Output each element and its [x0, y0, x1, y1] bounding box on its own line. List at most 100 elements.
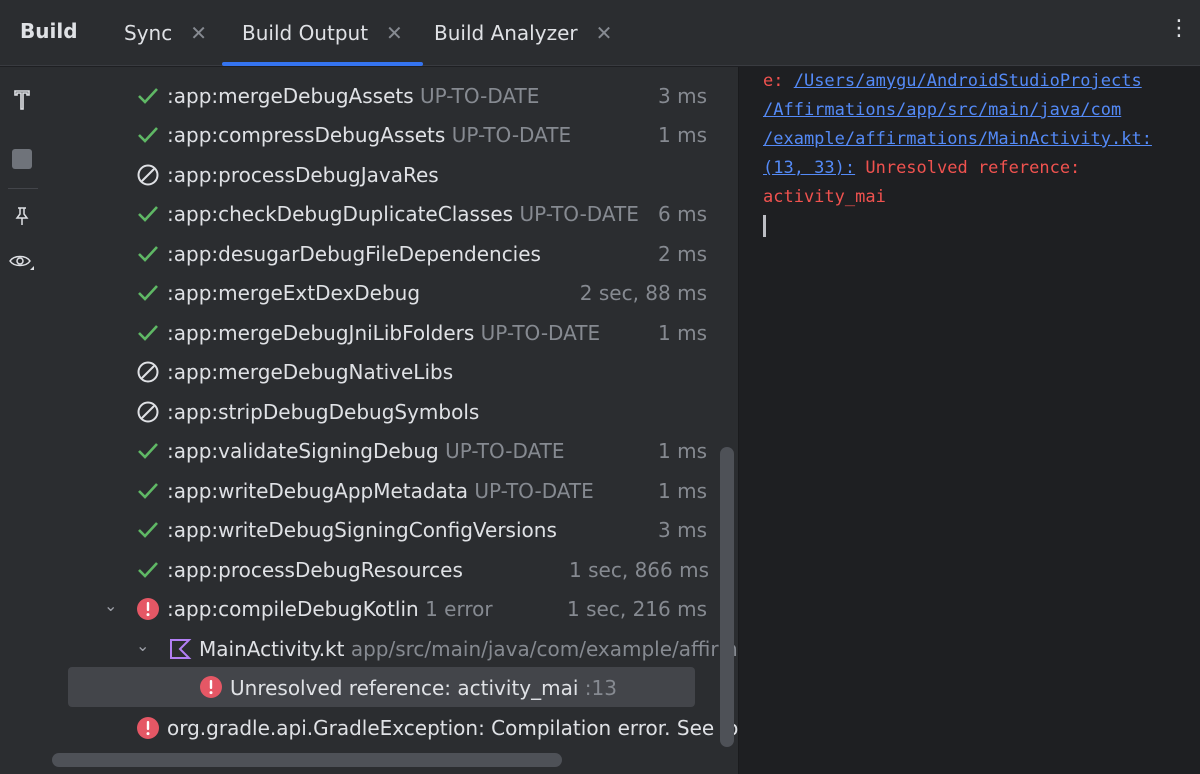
tree-row-compiledebugkotlin[interactable]: ⌄ :app:compileDebugKotlin 1 error 1 sec,…	[46, 590, 726, 626]
exception-message: org.gradle.api.GradleException: Compilat…	[167, 716, 738, 740]
tree-row-writedebugappmetadata[interactable]: :app:writeDebugAppMetadata UP-TO-DATE 1 …	[46, 472, 726, 508]
tab-build-output[interactable]: Build Output ✕	[222, 0, 423, 66]
task-name: :app:mergeDebugJniLibFolders	[167, 321, 475, 345]
check-icon	[138, 522, 158, 538]
selection-highlight	[68, 667, 695, 707]
task-name: :app:compressDebugAssets	[167, 123, 446, 147]
skipped-icon	[137, 401, 159, 423]
task-name: :app:processDebugResources	[167, 558, 463, 582]
error-text: Unresolved reference:	[855, 158, 1081, 178]
horizontal-scrollbar[interactable]	[52, 753, 562, 767]
error-line: :13	[584, 676, 617, 700]
task-note: UP-TO-DATE	[474, 479, 594, 503]
task-name: :app:desugarDebugFileDependencies	[167, 242, 541, 266]
task-note: UP-TO-DATE	[420, 84, 540, 108]
check-icon	[138, 206, 158, 222]
file-link[interactable]: (13, 33):	[763, 158, 856, 178]
tree-row-desugardebugfiledependencies[interactable]: :app:desugarDebugFileDependencies 2 ms	[46, 235, 726, 271]
skipped-icon	[137, 361, 159, 383]
tool-window-header: Build Sync ✕ Build Output ✕ Build Analyz…	[0, 0, 1200, 66]
task-name: :app:writeDebugAppMetadata	[167, 479, 468, 503]
task-name: :app:stripDebugDebugSymbols	[167, 400, 480, 424]
check-icon	[138, 88, 158, 104]
tool-window-title: Build	[20, 19, 78, 43]
tree-row-mergedebugassets[interactable]: :app:mergeDebugAssets UP-TO-DATE 3 ms	[46, 77, 726, 113]
close-icon[interactable]: ✕	[190, 21, 207, 45]
check-icon	[138, 443, 158, 459]
stop-icon[interactable]	[7, 144, 37, 174]
task-duration: 2 ms	[658, 242, 707, 266]
build-tree[interactable]: :app:mergeDebugAssets UP-TO-DATE 3 ms :a…	[46, 67, 738, 774]
eye-icon[interactable]	[7, 247, 37, 277]
task-name: :app:writeDebugSigningConfigVersions	[167, 518, 557, 542]
task-duration: 2 sec, 88 ms	[579, 281, 707, 305]
task-duration: 1 sec, 216 ms	[567, 597, 707, 621]
error-icon	[137, 717, 159, 739]
check-icon	[138, 483, 158, 499]
task-note: 1 error	[425, 597, 493, 621]
task-note: UP-TO-DATE	[480, 321, 601, 345]
task-note: UP-TO-DATE	[519, 202, 639, 226]
more-vertical-icon[interactable]: ⋮	[1168, 16, 1190, 41]
text-caret	[763, 215, 766, 237]
tab-label: Build Analyzer	[434, 21, 578, 45]
check-icon	[138, 562, 158, 578]
tree-row-mergedebugnativelibs[interactable]: :app:mergeDebugNativeLibs	[46, 353, 726, 389]
chevron-down-icon[interactable]: ⌄	[136, 636, 150, 655]
skipped-icon	[137, 164, 159, 186]
chevron-down-icon[interactable]: ⌄	[104, 596, 118, 615]
tree-row-validatesigningdebug[interactable]: :app:validateSigningDebug UP-TO-DATE 1 m…	[46, 432, 726, 468]
tree-row-mergeextdexdebug[interactable]: :app:mergeExtDexDebug 2 sec, 88 ms	[46, 274, 726, 310]
file-link[interactable]: /Affirmations/app/src/main/java/com	[763, 100, 1122, 120]
tree-row-mainactivity-file[interactable]: ⌄ MainActivity.kt app/src/main/java/com/…	[46, 630, 738, 666]
task-name: :app:checkDebugDuplicateClasses	[167, 202, 514, 226]
file-link[interactable]: /Users/amygu/AndroidStudioProjects	[793, 71, 1142, 91]
file-link[interactable]: /example/affirmations/MainActivity.kt:	[763, 129, 1152, 149]
close-icon[interactable]: ✕	[386, 21, 403, 45]
file-name: MainActivity.kt	[199, 637, 345, 661]
file-path: app/src/main/java/com/example/affirm	[350, 637, 738, 661]
build-console-output[interactable]: e: /Users/amygu/AndroidStudioProjects /A…	[739, 67, 1200, 774]
task-name: :app:mergeDebugNativeLibs	[167, 360, 454, 384]
tree-row-mergedebugjnilibfolders[interactable]: :app:mergeDebugJniLibFolders UP-TO-DATE …	[46, 314, 726, 350]
pin-icon[interactable]	[7, 201, 37, 231]
check-icon	[138, 285, 158, 301]
task-name: :app:mergeExtDexDebug	[167, 281, 421, 305]
panel-divider[interactable]	[738, 67, 739, 774]
tree-row-writedebugsigningconfigversions[interactable]: :app:writeDebugSigningConfigVersions 3 m…	[46, 511, 726, 547]
task-duration: 1 ms	[658, 479, 707, 503]
task-name: :app:mergeDebugAssets	[167, 84, 414, 108]
task-note: UP-TO-DATE	[451, 123, 572, 147]
tree-row-processdebugresources[interactable]: :app:processDebugResources 1 sec, 866 ms	[46, 551, 726, 587]
tab-label: Build Output	[242, 21, 369, 45]
task-name: :app:validateSigningDebug	[167, 439, 439, 463]
tool-strip	[0, 67, 46, 774]
tree-row-compressdebugassets[interactable]: :app:compressDebugAssets UP-TO-DATE 1 ms	[46, 116, 726, 152]
task-duration: 3 ms	[658, 518, 707, 542]
console-line: activity_mai	[763, 187, 886, 207]
check-icon	[138, 127, 158, 143]
tab-label: Sync	[124, 21, 173, 45]
tree-row-unresolved-reference[interactable]: Unresolved reference: activity_mai :13	[46, 667, 726, 707]
tab-build-analyzer[interactable]: Build Analyzer ✕	[434, 0, 612, 66]
vertical-scrollbar[interactable]	[720, 447, 734, 747]
console-line: /example/affirmations/MainActivity.kt:	[763, 129, 1152, 149]
console-line: /Affirmations/app/src/main/java/com	[763, 100, 1121, 120]
active-tab-indicator	[222, 62, 423, 66]
task-name: :app:processDebugJavaRes	[167, 163, 439, 187]
tree-row-gradle-exception[interactable]: org.gradle.api.GradleException: Compilat…	[46, 709, 738, 745]
console-line: e: /Users/amygu/AndroidStudioProjects	[763, 71, 1142, 91]
check-icon	[138, 246, 158, 262]
tree-row-stripdebugdebugsymbols[interactable]: :app:stripDebugDebugSymbols	[46, 393, 726, 429]
task-duration: 1 ms	[658, 321, 707, 345]
tab-sync[interactable]: Sync ✕	[124, 0, 207, 66]
close-icon[interactable]: ✕	[595, 21, 613, 45]
error-text: activity_mai	[763, 187, 886, 207]
tree-row-processdebugjavares[interactable]: :app:processDebugJavaRes	[46, 156, 726, 192]
tree-row-checkdebugduplicateclasses[interactable]: :app:checkDebugDuplicateClasses UP-TO-DA…	[46, 195, 726, 231]
error-icon	[200, 676, 222, 698]
check-icon	[138, 325, 158, 341]
rerun-hammer-icon[interactable]	[7, 85, 37, 115]
task-duration: 1 ms	[658, 123, 707, 147]
task-duration: 6 ms	[658, 202, 707, 226]
